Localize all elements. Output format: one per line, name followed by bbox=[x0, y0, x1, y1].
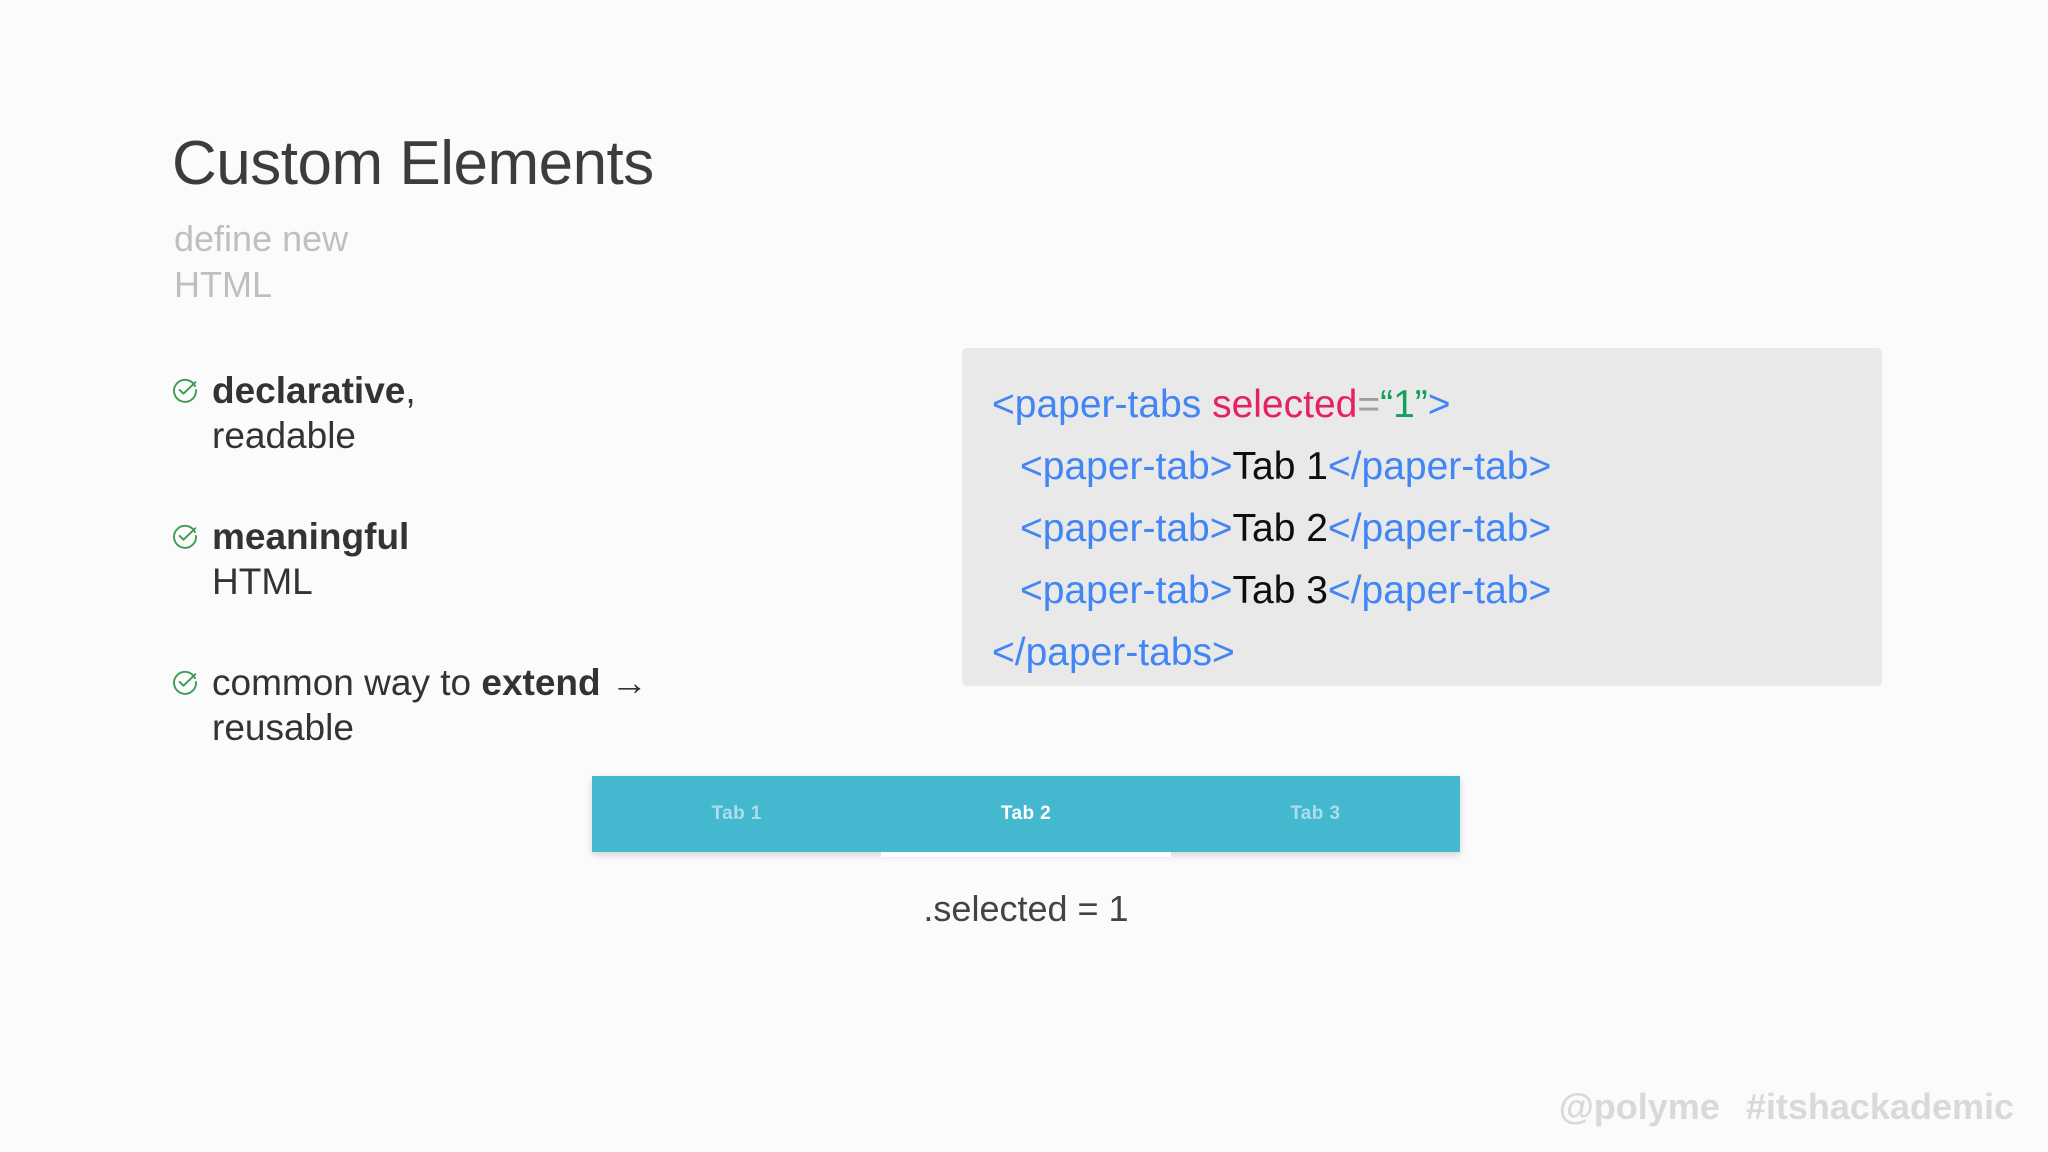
code-token-tag: <paper-tabs bbox=[992, 383, 1213, 426]
tab-selection-indicator bbox=[881, 852, 1171, 857]
code-token-tag: <paper-tab> bbox=[1020, 569, 1233, 612]
code-line: </paper-tabs> bbox=[992, 622, 1852, 684]
list-item-lead: extend bbox=[481, 662, 601, 703]
tab-2[interactable]: Tab 2 bbox=[881, 776, 1171, 857]
footer-watermark: @polyme #itshackademic bbox=[1559, 1086, 2014, 1128]
code-token-tag: <paper-tab> bbox=[1020, 445, 1233, 488]
tab-1[interactable]: Tab 1 bbox=[592, 776, 881, 852]
code-line: <paper-tab>Tab 2</paper-tab> bbox=[992, 498, 1852, 560]
tabs-demo-caption: .selected = 1 bbox=[923, 888, 1129, 929]
code-token-txt: Tab 3 bbox=[1232, 569, 1328, 612]
code-token-tag: <paper-tab> bbox=[1020, 507, 1233, 550]
list-item-lead: declarative bbox=[212, 370, 406, 411]
list-item-pre: common way to bbox=[212, 662, 482, 703]
list-item-tail: → bbox=[600, 662, 648, 703]
list-item: common way to extend → reusable bbox=[172, 660, 772, 750]
list-item-line2: readable bbox=[212, 415, 357, 456]
code-token-tag: </paper-tabs> bbox=[992, 631, 1235, 674]
code-token-eq: = bbox=[1357, 383, 1381, 426]
tab-label: Tab 1 bbox=[711, 803, 762, 824]
code-token-tag: > bbox=[1427, 383, 1451, 426]
list-item-text: common way to extend → reusable bbox=[212, 660, 648, 750]
list-item-lead: meaningful bbox=[212, 516, 410, 557]
tab-label: Tab 2 bbox=[1000, 803, 1052, 824]
list-item-tail: , bbox=[405, 370, 416, 411]
check-circle-icon bbox=[172, 669, 198, 695]
subtitle-line-2: HTML bbox=[174, 264, 272, 305]
check-circle-icon bbox=[172, 523, 198, 549]
code-line: <paper-tab>Tab 3</paper-tab> bbox=[992, 560, 1852, 622]
list-item: meaningful HTML bbox=[172, 514, 772, 604]
check-circle-icon bbox=[172, 377, 198, 403]
paper-tabs-demo[interactable]: Tab 1 Tab 2 Tab 3 bbox=[592, 776, 1460, 857]
page-title: Custom Elements bbox=[172, 129, 654, 198]
code-token-txt: Tab 2 bbox=[1232, 507, 1328, 550]
list-item-line2: HTML bbox=[212, 561, 313, 602]
code-token-val: “1” bbox=[1380, 383, 1428, 426]
code-token-attr: selected bbox=[1212, 383, 1358, 426]
code-block: <paper-tabs selected=“1”><paper-tab>Tab … bbox=[962, 348, 1882, 686]
list-item: declarative, readable bbox=[172, 368, 772, 458]
code-line: <paper-tab>Tab 1</paper-tab> bbox=[992, 436, 1852, 498]
code-token-txt: Tab 1 bbox=[1232, 445, 1328, 488]
code-line: <paper-tabs selected=“1”> bbox=[992, 374, 1852, 436]
twitter-handle: @polyme bbox=[1558, 1086, 1720, 1127]
list-item-text: meaningful HTML bbox=[212, 514, 409, 604]
list-item-text: declarative, readable bbox=[212, 368, 416, 458]
code-token-tag: </paper-tab> bbox=[1327, 507, 1552, 550]
subtitle-line-1: define new bbox=[174, 218, 349, 259]
tab-3[interactable]: Tab 3 bbox=[1171, 776, 1460, 852]
tab-label: Tab 3 bbox=[1290, 803, 1341, 824]
code-token-tag: </paper-tab> bbox=[1327, 569, 1552, 612]
code-token-tag: </paper-tab> bbox=[1327, 445, 1552, 488]
hashtag: #itshackademic bbox=[1745, 1086, 2014, 1127]
bullet-list: declarative, readable meaningful HTML co… bbox=[172, 368, 772, 750]
list-item-line2: reusable bbox=[212, 707, 354, 748]
page-subtitle: define new HTML bbox=[174, 216, 348, 308]
